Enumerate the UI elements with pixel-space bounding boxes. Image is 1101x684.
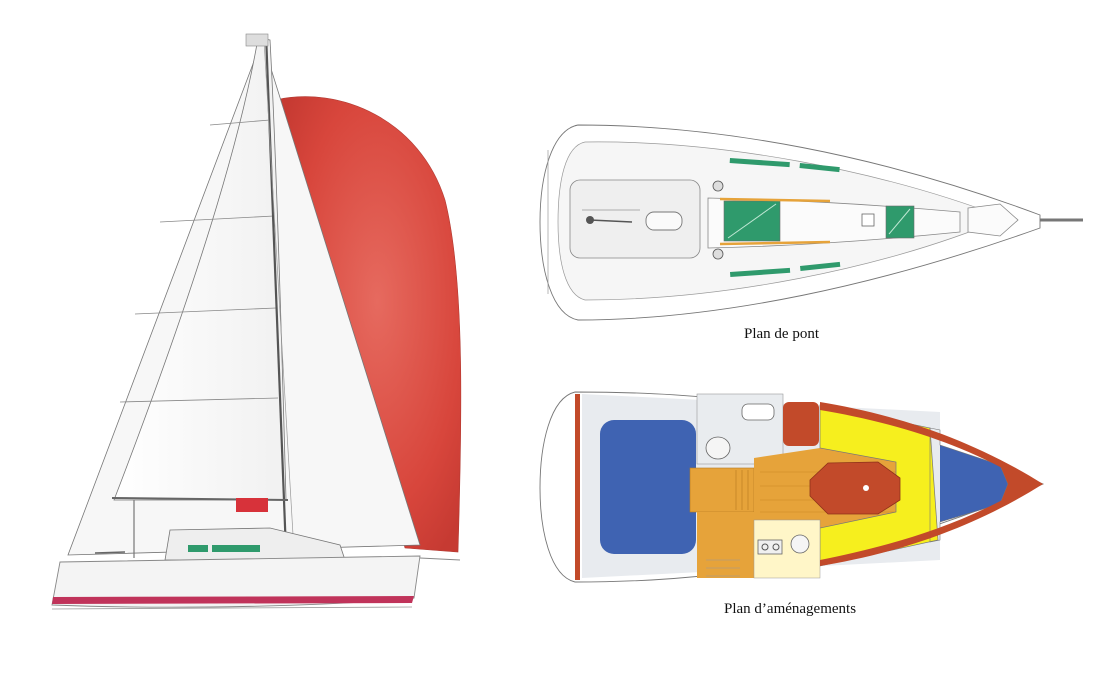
side-profile-view xyxy=(51,33,462,610)
saloon-table xyxy=(809,461,901,515)
sail-cover-red xyxy=(236,498,268,512)
bulkhead-block xyxy=(783,402,819,446)
hull-stripe xyxy=(52,596,414,604)
heads-basin xyxy=(741,403,775,421)
winches xyxy=(712,180,724,260)
bow-locker xyxy=(1000,465,1043,504)
cockpit xyxy=(569,179,701,259)
interior-plan-caption: Plan d’aménagements xyxy=(724,601,857,617)
interior-plan-view xyxy=(539,391,1045,583)
deck-plan-view xyxy=(539,124,1083,321)
stern-pulpit xyxy=(94,551,126,554)
mast xyxy=(264,33,288,553)
galley-counter xyxy=(697,512,755,578)
heads-toilet xyxy=(705,436,731,460)
forward-berth xyxy=(940,445,1008,522)
bow-tip xyxy=(419,557,461,561)
companionway-hatch xyxy=(645,211,683,231)
aft-locker-steps xyxy=(706,559,740,577)
anchor-locker xyxy=(967,203,1019,237)
mast-step xyxy=(861,213,875,227)
interior-transom xyxy=(575,394,580,580)
cabin-top xyxy=(164,527,346,561)
interior-side-trim xyxy=(820,402,1043,566)
mainsail-battens xyxy=(119,119,279,403)
aft-berth xyxy=(600,420,696,554)
galley-sink xyxy=(790,534,810,554)
deck-side-windows xyxy=(729,158,841,277)
mast-foot xyxy=(863,485,869,491)
deck-plan-caption: Plan de pont xyxy=(744,326,819,342)
companionway-steps xyxy=(689,467,755,513)
tiller xyxy=(589,219,633,223)
masthead xyxy=(245,33,269,47)
mainsail xyxy=(113,37,287,501)
waterline xyxy=(51,606,413,610)
mast-shroud xyxy=(263,39,295,553)
genoa-tracks xyxy=(719,197,831,246)
cabin-windows xyxy=(188,545,260,552)
